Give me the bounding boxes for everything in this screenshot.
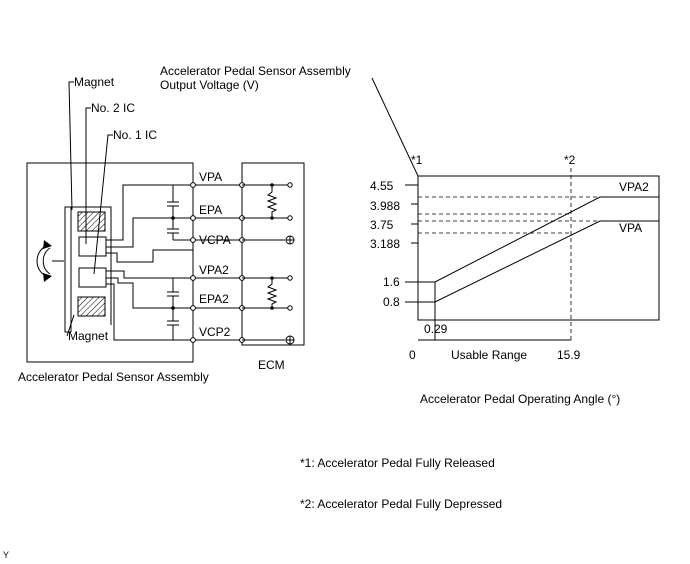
no1-ic-label: No. 1 IC	[113, 128, 157, 142]
footnote-1: *1: Accelerator Pedal Fully Released	[300, 456, 495, 470]
footnote-2: *2: Accelerator Pedal Fully Depressed	[300, 497, 502, 511]
graph-y-title-line2: Output Voltage (V)	[160, 78, 259, 92]
ic-no1-shape	[78, 267, 107, 288]
marker-2: *2	[564, 153, 576, 167]
x-tick-15.9: 15.9	[557, 348, 581, 362]
series-vpa2-line	[418, 196, 659, 283]
graph-frame	[417, 175, 660, 321]
sensor-assembly-label: Accelerator Pedal Sensor Assembly	[18, 370, 209, 384]
series-vpa-line	[418, 220, 659, 303]
usable-range-label: Usable Range	[451, 348, 527, 362]
output-voltage-graph: Accelerator Pedal Sensor Assembly Output…	[160, 64, 660, 406]
graph-y-title-line1: Accelerator Pedal Sensor Assembly	[160, 64, 351, 78]
y-tick-3.988: 3.988	[370, 199, 400, 213]
y-tick-3.188: 3.188	[370, 237, 400, 251]
sensor-circuit: Magnet No. 2 IC No. 1 IC Magnet Accelera…	[18, 75, 305, 384]
series-vpa-label: VPA	[619, 221, 642, 235]
ecm-label: ECM	[258, 358, 285, 372]
y-tick-1.6: 1.6	[383, 275, 400, 289]
series-vpa2-label: VPA2	[619, 180, 649, 194]
magnet-top-label: Magnet	[74, 75, 115, 89]
magnet-top-shape	[77, 211, 106, 232]
graph-x-title: Accelerator Pedal Operating Angle (°)	[420, 392, 620, 406]
y-tick-3.75: 3.75	[370, 218, 394, 232]
terminal-label-vpa2: VPA2	[199, 263, 229, 277]
y-title-leader	[371, 77, 419, 177]
x-tick-0.29: 0.29	[424, 322, 448, 336]
terminal-label-vpa: VPA	[199, 170, 222, 184]
terminal-label-vcpa: VCPA	[199, 233, 231, 247]
sensor-assembly-box	[26, 162, 194, 363]
marker-1: *1	[411, 153, 423, 167]
ecm-box	[241, 162, 305, 346]
rotation-arrow-icon	[36, 240, 64, 282]
terminal-label-vcp2: VCP2	[199, 325, 231, 339]
y-tick-4.55: 4.55	[370, 179, 394, 193]
y-tick-0.8: 0.8	[383, 295, 400, 309]
ic-no2-shape	[78, 236, 107, 257]
terminal-label-epa2: EPA2	[199, 292, 229, 306]
magnet-bottom-shape	[77, 296, 106, 317]
magnet-bottom-label: Magnet	[68, 329, 109, 343]
no2-ic-label: No. 2 IC	[91, 101, 135, 115]
corner-mark: Y	[3, 550, 9, 560]
terminal-label-epa: EPA	[199, 203, 222, 217]
x-tick-0: 0	[409, 348, 416, 362]
